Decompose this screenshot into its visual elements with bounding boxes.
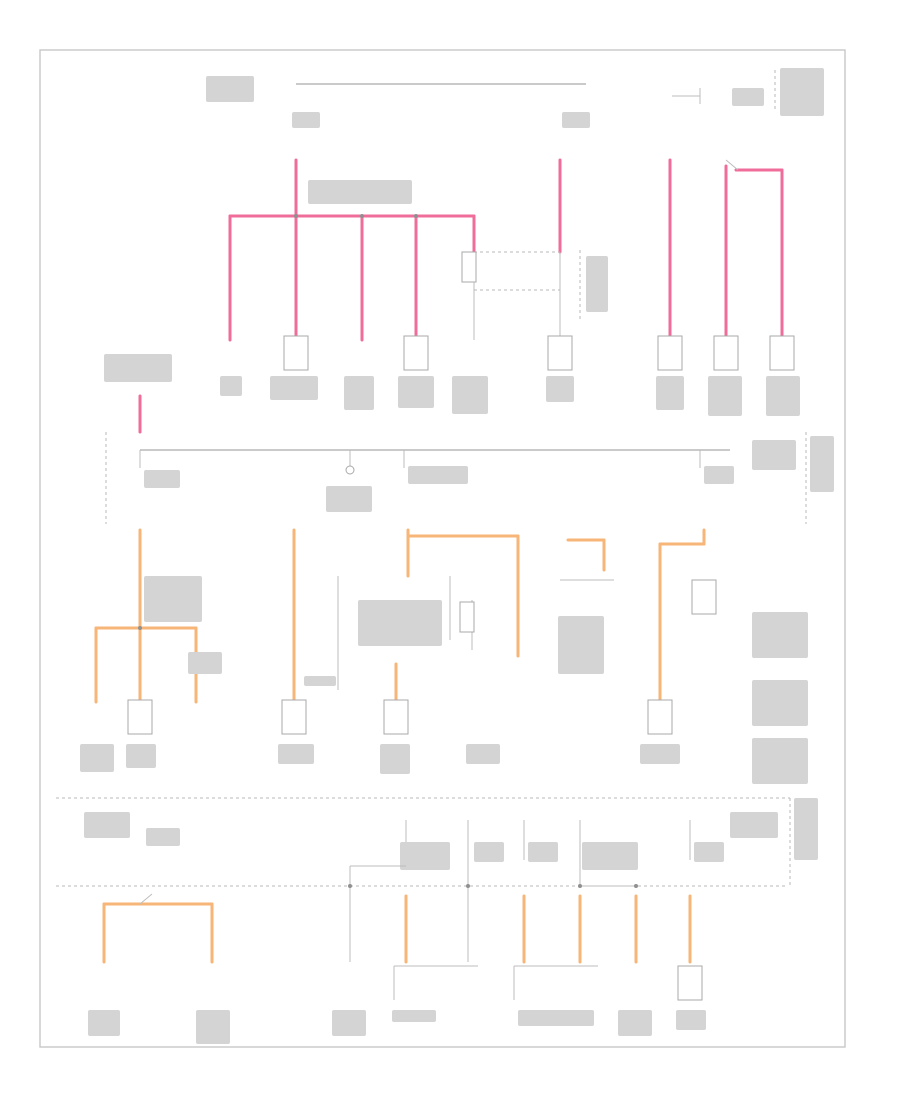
middle-left-source-label <box>104 354 172 382</box>
middle-right-bus-label <box>810 436 834 492</box>
top-section <box>206 68 824 416</box>
component-top-9 <box>769 335 795 371</box>
mid-d-label <box>558 616 604 674</box>
bottom-splice-1 <box>348 884 352 888</box>
bottom-splice-3 <box>578 884 582 888</box>
component-mid-2 <box>281 699 307 735</box>
component-mid-5 <box>691 579 717 615</box>
top-right-switch <box>725 159 739 171</box>
splice-dot-1 <box>294 214 298 218</box>
component-top-4 <box>403 335 429 371</box>
component-top-2 <box>283 335 309 371</box>
bottom-component-captions <box>88 1010 706 1044</box>
bot-a-switch <box>139 893 153 905</box>
fuse-label-3 <box>732 88 764 106</box>
bottom-fuse-labels <box>146 828 724 870</box>
middle-ground-symbol <box>345 465 355 475</box>
bottom-right-bus-label <box>794 798 818 860</box>
component-bot-9 <box>677 965 703 1001</box>
bottom-splice-2 <box>466 884 470 888</box>
splice-label <box>308 180 412 204</box>
diagram-frame <box>39 49 846 1048</box>
splice-dot-3 <box>414 214 418 218</box>
component-mid-6 <box>647 699 673 735</box>
bottom-section <box>56 797 818 1044</box>
component-top-8 <box>713 335 739 371</box>
middle-right-source-label <box>752 440 796 470</box>
top-component-captions <box>220 376 800 416</box>
middle-component-captions <box>80 652 680 774</box>
mid-c-label <box>358 600 442 646</box>
bottom-splice-4 <box>634 884 638 888</box>
junction-label <box>586 256 608 312</box>
middle-section <box>80 354 834 784</box>
middle-notes <box>752 612 808 784</box>
bottom-left-source-label <box>84 812 130 838</box>
middle-fuse-labels <box>144 466 734 512</box>
component-top-6 <box>547 335 573 371</box>
component-mid-3 <box>383 699 409 735</box>
bottom-right-source-label <box>730 812 778 838</box>
mid-c-relay <box>459 601 475 633</box>
component-mid-1 <box>127 699 153 735</box>
mid-b-side-label <box>304 676 336 686</box>
top-right-source-label <box>780 68 824 116</box>
fuse-label-1 <box>292 112 320 128</box>
fuse-label-2 <box>562 112 590 128</box>
component-top-7 <box>657 335 683 371</box>
top-left-source-label <box>206 76 254 102</box>
splice-dot-2 <box>360 214 364 218</box>
mid-splice-a-label <box>144 576 202 622</box>
junction-relay <box>461 251 477 283</box>
mid-splice-a <box>138 626 142 630</box>
